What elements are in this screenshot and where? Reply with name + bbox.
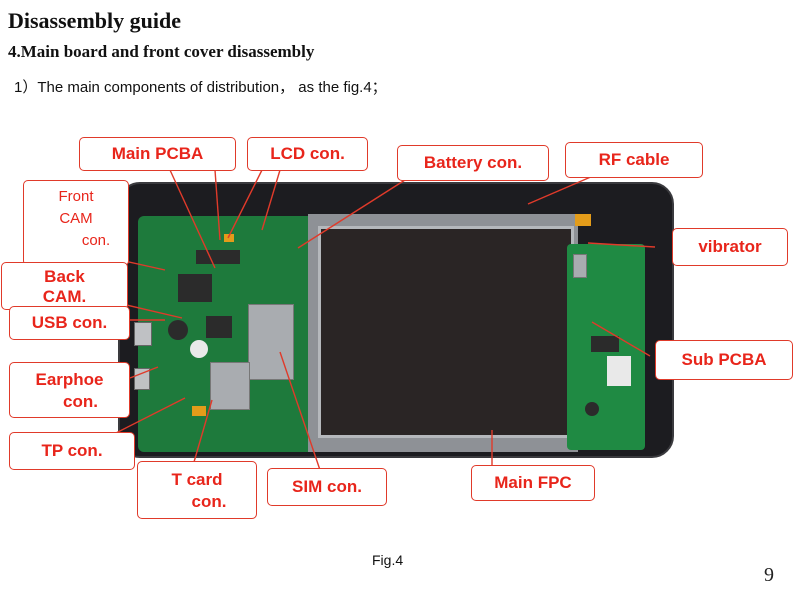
figure-caption: Fig.4 bbox=[372, 552, 404, 568]
section-description: 1）The main components of distribution， a… bbox=[14, 79, 387, 96]
device-photo bbox=[118, 168, 674, 458]
label-main-pcba: Main PCBA bbox=[79, 137, 236, 171]
label-earphone-con: Earphoe con. bbox=[9, 362, 130, 418]
label-vibrator: vibrator bbox=[672, 228, 788, 266]
label-t-card-con: T card con. bbox=[137, 461, 257, 519]
label-battery-con: Battery con. bbox=[397, 145, 549, 181]
section-subtitle: 4.Main board and front cover disassembly bbox=[8, 42, 315, 61]
label-main-fpc: Main FPC bbox=[471, 465, 595, 501]
label-back-cam: Back CAM. bbox=[1, 262, 128, 310]
label-tp-con: TP con. bbox=[9, 432, 135, 470]
label-sub-pcba: Sub PCBA bbox=[655, 340, 793, 380]
page-title: Disassembly guide bbox=[8, 8, 181, 33]
lcd-panel bbox=[318, 226, 574, 438]
label-front-cam-con: Front CAM con. bbox=[23, 180, 129, 266]
sub-board bbox=[567, 244, 645, 450]
device-frame bbox=[118, 182, 674, 458]
label-lcd-con: LCD con. bbox=[247, 137, 368, 171]
label-usb-con: USB con. bbox=[9, 306, 130, 340]
label-rf-cable: RF cable bbox=[565, 142, 703, 178]
label-sim-con: SIM con. bbox=[267, 468, 387, 506]
main-board bbox=[134, 216, 318, 452]
page-number: 9 bbox=[764, 564, 774, 586]
